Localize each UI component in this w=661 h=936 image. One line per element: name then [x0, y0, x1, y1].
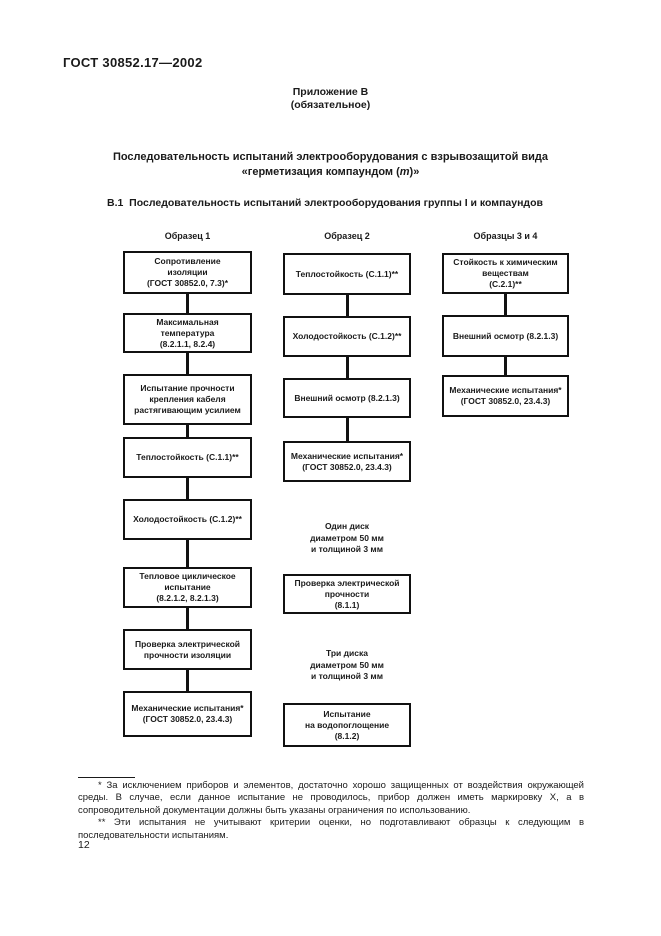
flow-box-water-absorption: Испытание на водопоглощение (8.1.2) — [283, 703, 411, 747]
flow-box-visual-inspection-3: Внешний осмотр (8.2.1.3) — [442, 315, 569, 357]
flow-box-heat-resistance-1: Теплостойкость (С.1.1)** — [123, 437, 252, 478]
flow-box-mechanical-tests-3: Механические испытания* (ГОСТ 30852.0, 2… — [442, 375, 569, 417]
connector-line — [346, 357, 349, 378]
flow-box-chemical-resistance: Стойкость к химическим веществам (С.2.1)… — [442, 253, 569, 294]
footnote-1: * За исключением приборов и элементов, д… — [78, 780, 584, 816]
column-header-samples-3-4: Образцы 3 и 4 — [473, 231, 538, 241]
connector-line — [504, 294, 507, 315]
connector-line — [186, 608, 189, 629]
appendix-kind: (обязательное) — [290, 99, 371, 111]
section-heading: В.1 Последовательность испытаний электро… — [107, 197, 543, 209]
footnotes: * За исключением приборов и элементов, д… — [78, 780, 584, 842]
flow-box-dielectric-strength: Проверка электрической прочности (8.1.1) — [283, 574, 411, 614]
connector-line — [186, 294, 189, 313]
flowchart: Образец 1 Образец 2 Образцы 3 и 4 Сопрот… — [123, 231, 569, 747]
main-title: Последовательность испытаний электрообор… — [0, 150, 661, 180]
footnote-2: ** Эти испытания не учитывают критерии о… — [78, 817, 584, 841]
footnote-separator — [78, 777, 135, 778]
disc-spec-one-label: Один диск диаметром 50 мм и толщиной 3 м… — [310, 521, 384, 554]
flow-box-mechanical-tests-1: Механические испытания* (ГОСТ 30852.0, 2… — [123, 691, 252, 737]
flow-box-heat-resistance-2: Теплостойкость (С.1.1)** — [283, 253, 411, 295]
page-number: 12 — [78, 839, 90, 851]
main-title-line2: «герметизация компаундом (m)» — [241, 166, 420, 178]
flow-box-cold-resistance-2: Холодостойкость (С.1.2)** — [283, 316, 411, 357]
connector-line — [186, 425, 189, 437]
appendix-heading: Приложение В (обязательное) — [0, 86, 661, 112]
connector-line — [346, 295, 349, 316]
main-title-line1: Последовательность испытаний электрообор… — [112, 151, 549, 163]
connector-line — [186, 353, 189, 374]
flow-box-max-temperature: Максимальная температура (8.2.1.1, 8.2.4… — [123, 313, 252, 353]
appendix-title: Приложение В — [292, 86, 369, 98]
connector-line — [186, 670, 189, 691]
flow-box-cold-resistance-1: Холодостойкость (С.1.2)** — [123, 499, 252, 540]
disc-spec-three-label: Три диска диаметром 50 мм и толщиной 3 м… — [310, 648, 384, 681]
flow-box-insulation-resistance: Сопротивление изоляции (ГОСТ 30852.0, 7.… — [123, 251, 252, 294]
connector-line — [504, 357, 507, 375]
flow-box-cable-pull-test: Испытание прочности крепления кабеля рас… — [123, 374, 252, 425]
connector-line — [186, 540, 189, 567]
doc-number: ГОСТ 30852.17—2002 — [63, 55, 203, 70]
column-header-sample-2: Образец 2 — [324, 231, 370, 241]
flow-box-dielectric-strength-insulation: Проверка электрической прочности изоляци… — [123, 629, 252, 670]
connector-line — [186, 478, 189, 499]
flow-box-thermal-cycling: Тепловое циклическое испытание (8.2.1.2,… — [123, 567, 252, 608]
flow-box-mechanical-tests-2: Механические испытания* (ГОСТ 30852.0, 2… — [283, 441, 411, 482]
flow-box-visual-inspection-2: Внешний осмотр (8.2.1.3) — [283, 378, 411, 418]
connector-line — [346, 418, 349, 441]
column-header-sample-1: Образец 1 — [164, 231, 211, 241]
